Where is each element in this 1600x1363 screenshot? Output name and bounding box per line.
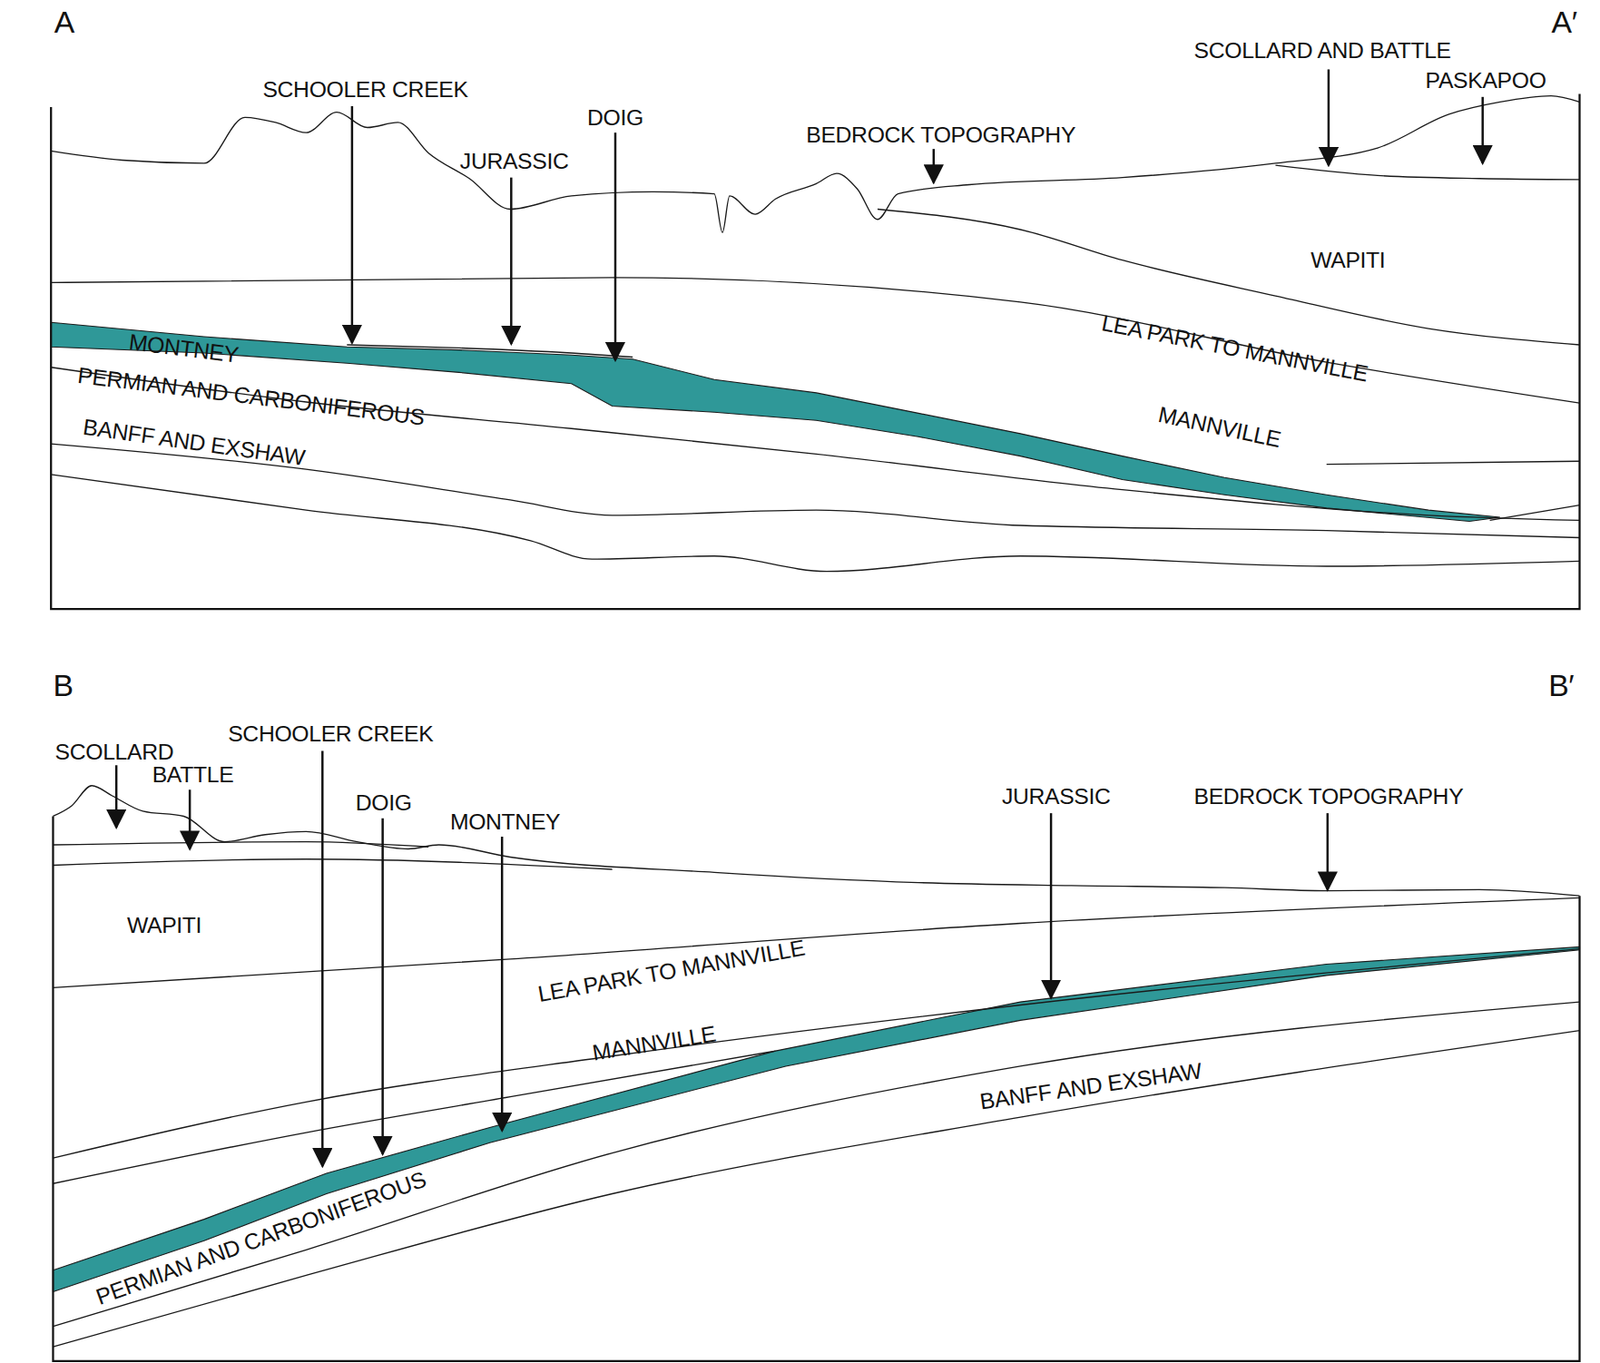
leader-arrow: [1481, 97, 1483, 164]
formation-label: SCHOOLER CREEK: [227, 723, 433, 747]
formation-label: MONTNEY: [450, 811, 560, 835]
leader-arrow: [321, 751, 324, 1168]
horizon-line: [346, 344, 633, 357]
section-end-letter: A: [54, 7, 75, 39]
formation-label: DOIG: [355, 792, 413, 815]
horizon-line: [50, 474, 1580, 572]
section-end-letter: B′: [1548, 670, 1574, 702]
section-end-letter: B: [53, 670, 74, 702]
horizon-line: [52, 949, 1580, 1159]
formation-label: PASKAPOO: [1425, 68, 1547, 92]
leader-arrow: [188, 789, 191, 849]
leader-arrow: [932, 148, 935, 183]
horizon-line: [52, 859, 612, 870]
formation-label: WAPITI: [127, 913, 202, 937]
section-frame: [52, 815, 1580, 1361]
leader-arrow: [1326, 813, 1329, 890]
leader-arrow: [115, 765, 118, 828]
horizon-line: [52, 897, 1580, 988]
section-frame: [50, 93, 1580, 609]
formation-label: LEA PARK TO MANNVILLE: [1099, 312, 1370, 386]
leader-arrow: [614, 132, 617, 361]
formation-label: MANNVILLE: [1156, 403, 1283, 452]
horizon-line: [52, 1030, 1580, 1348]
formation-label: MANNVILLE: [590, 1022, 717, 1065]
formation-label: SCHOOLER CREEK: [262, 78, 468, 102]
horizon-line: [52, 1001, 1580, 1327]
horizon-line: [877, 208, 1581, 345]
leader-arrow: [351, 106, 354, 344]
formation-label: PERMIAN AND CARBONIFEROUS: [76, 364, 426, 430]
horizon-line: [52, 1050, 776, 1184]
formation-label: SCOLLARD AND BATTLE: [1194, 39, 1452, 63]
horizon-line: [52, 842, 429, 848]
horizon-line: [52, 785, 1580, 896]
horizon-line: [50, 96, 1580, 234]
leader-arrow: [500, 836, 503, 1131]
section-end-letter: A′: [1551, 7, 1578, 39]
horizon-line: [1326, 461, 1581, 464]
leader-arrow: [1050, 813, 1052, 999]
formation-label: JURASSIC: [1001, 785, 1111, 809]
horizon-line: [50, 277, 1580, 403]
leader-arrow: [1327, 68, 1330, 166]
leader-arrow: [381, 818, 383, 1155]
formation-label: BEDROCK TOPOGRAPHY: [805, 124, 1076, 148]
formation-label: BANFF AND EXSHAW: [81, 416, 307, 471]
horizon-line: [1275, 165, 1580, 180]
formation-label: BEDROCK TOPOGRAPHY: [1194, 785, 1464, 809]
horizon-line: [1490, 505, 1581, 521]
formation-label: WAPITI: [1310, 248, 1385, 272]
formation-label: BATTLE: [152, 764, 235, 787]
formation-label: DOIG: [587, 107, 644, 130]
formation-label: SCOLLARD: [55, 740, 175, 764]
formation-label: JURASSIC: [460, 149, 570, 173]
formation-label: MONTNEY: [127, 331, 240, 367]
leader-arrow: [510, 177, 512, 344]
